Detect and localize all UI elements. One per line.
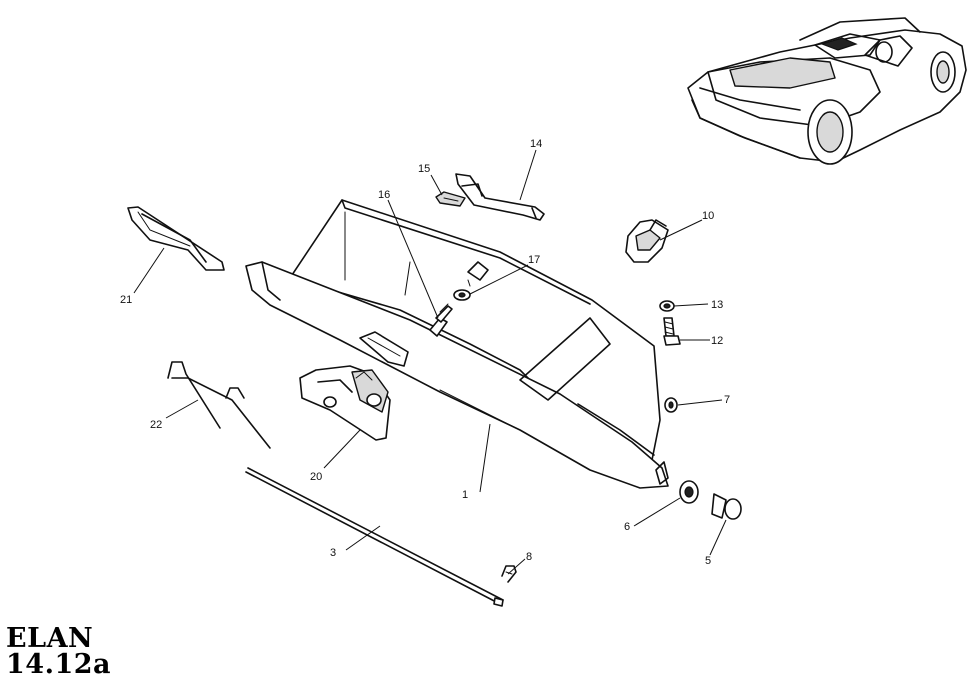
screw-part-12 bbox=[663, 317, 681, 346]
leader-lines bbox=[133, 149, 727, 575]
callout-10: 10 bbox=[702, 210, 714, 222]
callout-1: 1 bbox=[462, 489, 468, 501]
callout-labels: 1 3 5 6 7 8 10 12 13 14 15 16 17 20 21 2… bbox=[120, 138, 730, 567]
car-silhouette bbox=[687, 17, 967, 165]
document-title: ELAN 14.12a bbox=[6, 623, 112, 680]
catch-bracket-part-10 bbox=[625, 219, 669, 263]
washer-part-17 bbox=[453, 279, 471, 301]
rod-part-3 bbox=[245, 467, 504, 607]
callout-17: 17 bbox=[528, 254, 540, 266]
callout-14: 14 bbox=[530, 138, 542, 150]
spring-clips-part-22 bbox=[167, 361, 271, 449]
clip-part-15 bbox=[435, 191, 466, 207]
callout-21: 21 bbox=[120, 294, 132, 306]
callout-6: 6 bbox=[624, 521, 630, 533]
callout-5: 5 bbox=[705, 555, 711, 567]
callout-12: 12 bbox=[711, 335, 723, 347]
washer-part-13 bbox=[659, 300, 675, 312]
callout-8: 8 bbox=[526, 551, 532, 563]
pad-part-21 bbox=[127, 206, 225, 271]
title-model: ELAN bbox=[6, 623, 94, 654]
callout-20: 20 bbox=[310, 471, 322, 483]
lock-mechanism-part-20 bbox=[299, 365, 391, 441]
glovebox-body-part-1 bbox=[245, 199, 669, 489]
callout-22: 22 bbox=[150, 419, 162, 431]
washer-part-7 bbox=[664, 397, 678, 413]
title-figure-number: 14.12a bbox=[6, 649, 112, 680]
hinge-bracket-part-14 bbox=[455, 173, 545, 221]
bush-part-6 bbox=[679, 480, 699, 504]
screw-part-16 bbox=[429, 303, 453, 337]
callout-15: 15 bbox=[418, 163, 430, 175]
callout-13: 13 bbox=[711, 299, 723, 311]
callout-7: 7 bbox=[724, 394, 730, 406]
callout-3: 3 bbox=[330, 547, 336, 559]
pivot-pin-part-5 bbox=[711, 493, 742, 520]
callout-16: 16 bbox=[378, 189, 390, 201]
